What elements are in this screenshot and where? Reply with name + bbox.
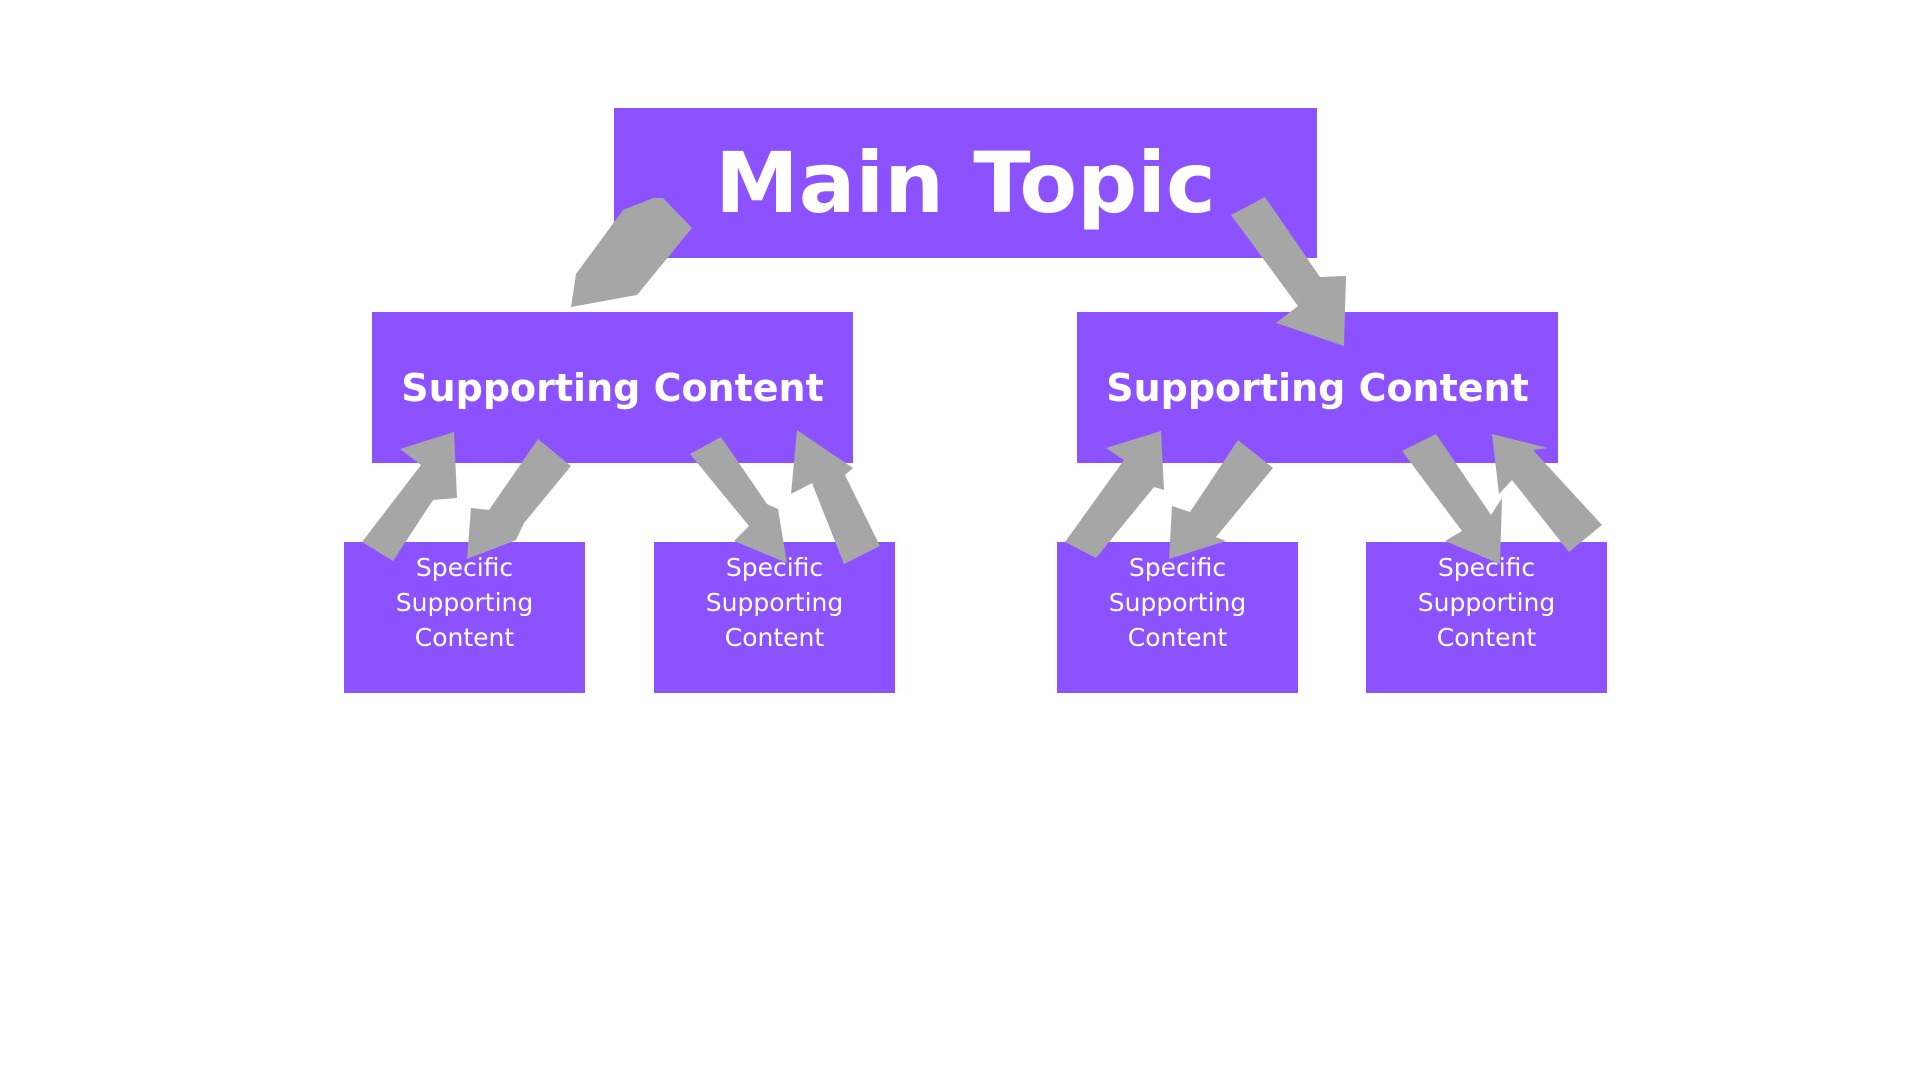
specific-content-box-1: Specific Supporting Content [344,542,585,693]
specific-content-line: Supporting [1108,588,1247,617]
specific-content-line: Supporting [395,588,534,617]
main-topic-box: Main Topic [614,108,1317,258]
specific-content-box-3: Specific Supporting Content [1057,542,1298,693]
supporting-content-box-right: Supporting Content [1077,312,1558,463]
specific-content-line: Specific [1128,553,1227,582]
supporting-content-label-left: Supporting Content [401,365,824,410]
supporting-content-label-right: Supporting Content [1106,365,1529,410]
specific-content-line: Specific [725,553,824,582]
supporting-content-box-left: Supporting Content [372,312,853,463]
specific-content-line: Content [414,623,515,652]
specific-content-box-2: Specific Supporting Content [654,542,895,693]
specific-content-line: Specific [1437,553,1536,582]
specific-content-line: Content [1436,623,1537,652]
specific-content-line: Supporting [1417,588,1556,617]
specific-content-line: Specific [415,553,514,582]
main-topic-label: Main Topic [715,134,1216,232]
specific-content-line: Content [1127,623,1228,652]
specific-content-line: Supporting [705,588,844,617]
specific-content-line: Content [724,623,825,652]
specific-content-box-4: Specific Supporting Content [1366,542,1607,693]
